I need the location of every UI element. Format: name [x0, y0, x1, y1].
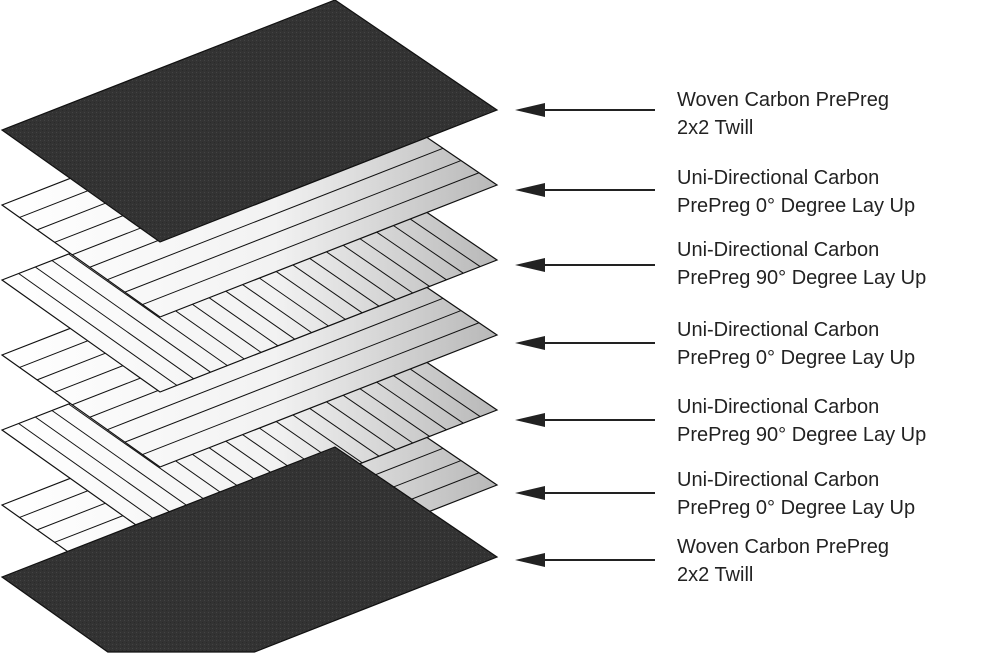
layer-label-line1: Uni-Directional Carbon: [677, 396, 880, 418]
fiber-line: [18, 273, 178, 386]
fiber-line: [18, 423, 178, 536]
layer-label-line1: Woven Carbon PrePreg: [677, 89, 889, 111]
layer-label-line1: Uni-Directional Carbon: [677, 239, 880, 261]
fiber-line: [68, 253, 228, 367]
layer-label-line1: Woven Carbon PrePreg: [677, 536, 889, 558]
layer-label-line2: PrePreg 90° Degree Lay Up: [677, 424, 927, 446]
layer-label: Woven Carbon PrePreg 2x2 Twill: [677, 533, 889, 589]
fiber-line: [107, 297, 444, 431]
fiber-line: [107, 147, 444, 281]
fiber-line: [35, 266, 194, 380]
fiber-line: [124, 160, 462, 293]
fiber-line: [51, 260, 211, 373]
fiber-line: [68, 403, 228, 517]
layer-1-woven-sheet: [0, 0, 499, 243]
layer-label-line2: 2x2 Twill: [677, 117, 754, 139]
layer-label-line2: PrePreg 0° Degree Lay Up: [677, 195, 916, 217]
layer-label-line2: 2x2 Twill: [677, 564, 754, 586]
arrow-head-icon: [515, 336, 545, 350]
layer-label-line1: Uni-Directional Carbon: [677, 167, 880, 189]
layer-label-line1: Uni-Directional Carbon: [677, 319, 880, 341]
fiber-line: [35, 416, 194, 530]
fiber-line: [142, 322, 480, 456]
arrow-head-icon: [515, 413, 545, 427]
layer-label-line1: Uni-Directional Carbon: [677, 469, 880, 491]
arrow-head-icon: [515, 103, 545, 117]
arrow-head-icon: [515, 258, 545, 272]
layer-label-line2: PrePreg 0° Degree Lay Up: [677, 497, 916, 519]
fiber-line: [124, 310, 462, 443]
sheet-outline: [0, 0, 499, 243]
fiber-line: [51, 410, 211, 523]
layer-label: Woven Carbon PrePreg 2x2 Twill: [677, 86, 889, 142]
arrow-head-icon: [515, 486, 545, 500]
layer-label-line2: PrePreg 90° Degree Lay Up: [677, 267, 927, 289]
layer-7-woven-sheet: [0, 446, 499, 653]
fiber-line: [142, 172, 480, 306]
layer-label-line2: PrePreg 0° Degree Lay Up: [677, 347, 916, 369]
arrow-head-icon: [515, 183, 545, 197]
sheet-outline: [0, 446, 499, 653]
arrow-head-icon: [515, 553, 545, 567]
